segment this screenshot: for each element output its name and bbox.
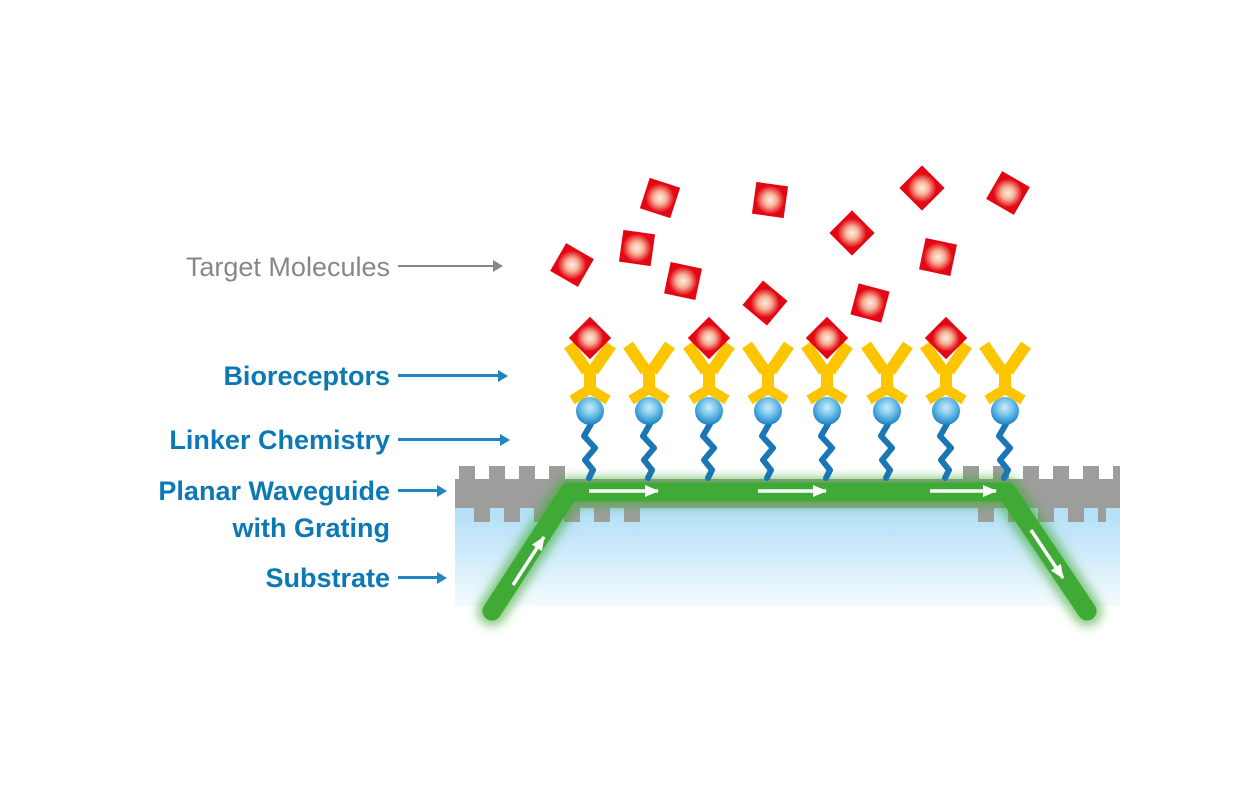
grating-tooth bbox=[1098, 507, 1106, 522]
linker-zigzag bbox=[818, 421, 835, 481]
linker-sphere bbox=[635, 397, 663, 425]
linker-zigzag bbox=[640, 421, 657, 481]
label-bioreceptors: Bioreceptors bbox=[223, 361, 390, 391]
target-molecule bbox=[986, 171, 1030, 215]
bioreceptor-unit bbox=[979, 341, 1031, 481]
antibody-y bbox=[683, 341, 735, 405]
grating-tooth bbox=[1113, 466, 1120, 480]
grating-tooth bbox=[624, 507, 640, 522]
grating-tooth bbox=[1068, 507, 1084, 522]
linker-sphere bbox=[754, 397, 782, 425]
bioreceptor-unit bbox=[920, 316, 972, 481]
antibody-base bbox=[628, 383, 670, 405]
grating-tooth bbox=[978, 507, 994, 522]
antibody-y bbox=[920, 341, 972, 405]
linker-zigzag bbox=[878, 421, 895, 481]
grating-tooth bbox=[459, 466, 475, 480]
grating-tooth bbox=[519, 466, 535, 480]
grating-tooth bbox=[1083, 466, 1099, 480]
target-molecule bbox=[850, 283, 890, 323]
input-beam-arrow bbox=[511, 536, 546, 586]
antibody-base bbox=[688, 383, 730, 405]
grating-tooth bbox=[1023, 466, 1039, 480]
linker-chemistry-lead-arrow bbox=[398, 438, 500, 441]
label-substrate: Substrate bbox=[265, 563, 390, 593]
antibody-y bbox=[742, 341, 794, 405]
label-linker-chemistry: Linker Chemistry bbox=[169, 425, 390, 455]
linker-sphere bbox=[695, 397, 723, 425]
bioreceptor-row bbox=[564, 316, 1031, 481]
antibody-base bbox=[984, 383, 1026, 405]
bioreceptor-unit bbox=[683, 316, 735, 481]
linker-zigzag bbox=[996, 421, 1013, 481]
label-planar-waveguide-line2: with Grating bbox=[232, 513, 391, 543]
linker-zigzag bbox=[700, 421, 717, 481]
linker-sphere bbox=[813, 397, 841, 425]
linker-zigzag bbox=[937, 421, 954, 481]
label-planar-waveguide-line1: Planar Waveguide bbox=[158, 476, 390, 506]
linker-sphere bbox=[991, 397, 1019, 425]
antibody-y bbox=[623, 341, 675, 405]
target-molecule bbox=[751, 181, 789, 219]
target-molecule bbox=[899, 165, 945, 211]
grating-tooth bbox=[474, 507, 490, 522]
linker-sphere bbox=[932, 397, 960, 425]
grating-tooth bbox=[549, 466, 565, 480]
grating-tooth bbox=[963, 466, 979, 480]
antibody-base bbox=[569, 383, 611, 405]
target-molecule bbox=[742, 280, 788, 326]
linker-sphere bbox=[873, 397, 901, 425]
grating-tooth bbox=[1053, 466, 1069, 480]
target-molecule bbox=[618, 229, 656, 267]
label-target-molecules: Target Molecules bbox=[185, 252, 390, 282]
bioreceptor-unit bbox=[742, 341, 794, 481]
linker-zigzag bbox=[581, 421, 598, 481]
grating-tooth bbox=[489, 466, 505, 480]
bioreceptor-unit bbox=[623, 341, 675, 481]
target-molecule bbox=[829, 210, 875, 256]
target-molecule bbox=[639, 177, 681, 219]
target-molecule bbox=[550, 243, 594, 287]
bioreceptor-unit bbox=[564, 316, 616, 481]
substrate-lead-arrow bbox=[398, 576, 437, 579]
antibody-base bbox=[866, 383, 908, 405]
target-molecules-cloud bbox=[550, 165, 1030, 326]
beam-direction-arrows bbox=[511, 485, 1065, 586]
antibody-y bbox=[564, 341, 616, 405]
antibody-base bbox=[806, 383, 848, 405]
label-planar-waveguide: Planar Waveguide with Grating bbox=[158, 473, 390, 547]
linker-zigzag bbox=[759, 421, 776, 481]
bioreceptor-unit bbox=[801, 316, 853, 481]
grating-tooth bbox=[594, 507, 610, 522]
grating-tooth bbox=[504, 507, 520, 522]
antibody-y bbox=[979, 341, 1031, 405]
linker-sphere bbox=[576, 397, 604, 425]
output-beam-arrow bbox=[1029, 529, 1065, 579]
planar-waveguide-lead-arrow bbox=[398, 489, 437, 492]
antibody-base bbox=[925, 383, 967, 405]
antibody-base bbox=[747, 383, 789, 405]
target-molecule bbox=[919, 238, 957, 276]
antibody-y bbox=[861, 341, 913, 405]
target-molecules-lead-arrow bbox=[398, 265, 493, 267]
antibody-y bbox=[801, 341, 853, 405]
bioreceptors-lead-arrow bbox=[398, 374, 498, 377]
bioreceptor-unit bbox=[861, 341, 913, 481]
target-molecule bbox=[664, 262, 702, 300]
